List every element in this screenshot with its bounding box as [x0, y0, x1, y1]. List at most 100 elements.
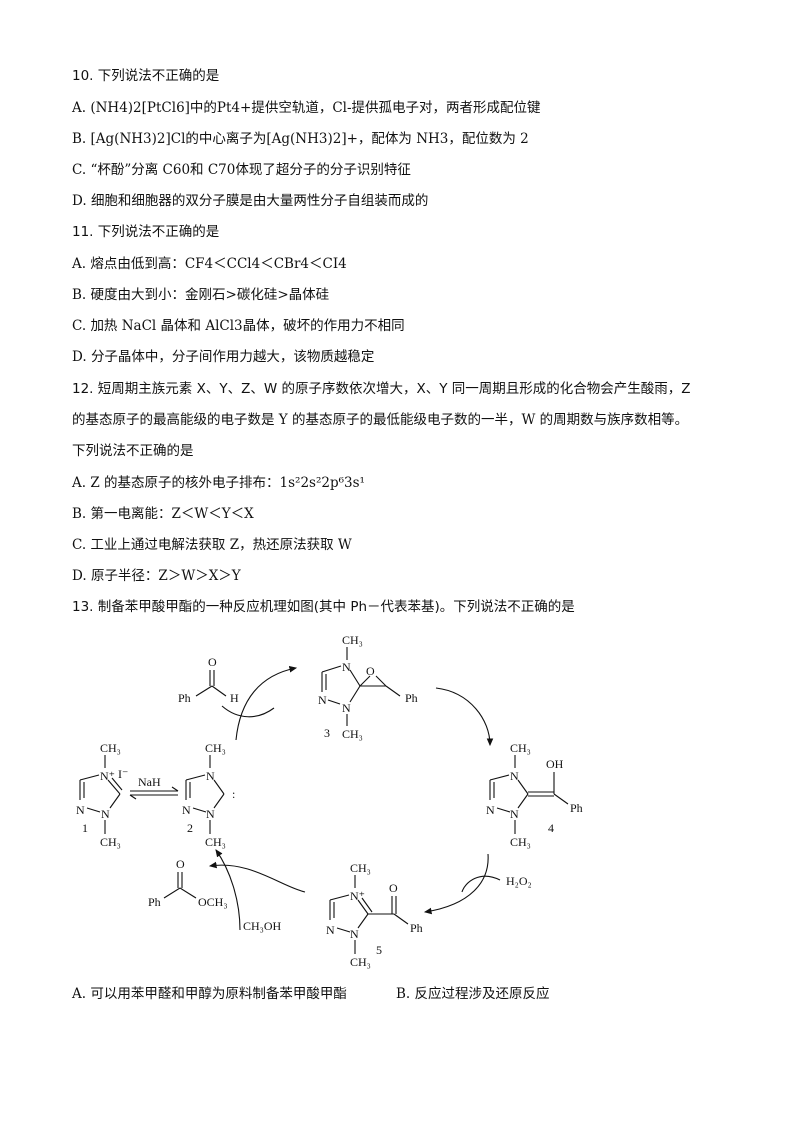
svg-text:O: O [366, 664, 375, 678]
option-label: A. [72, 100, 87, 116]
option-label: C. [72, 162, 87, 178]
compound-1-structure: CH₃ N⁺ I⁻ N N CH₃ 1 [76, 741, 128, 849]
q13-option-b[interactable]: B. 反应过程涉及还原反应 [396, 985, 550, 1003]
arrow-5-to-2 [215, 849, 241, 931]
svg-text:CH₃: CH₃ [205, 835, 226, 849]
svg-text:OH: OH [546, 757, 564, 771]
methanol-label: CH₃OH [243, 919, 282, 933]
compound-3-structure: CH₃ N N N O Ph CH₃ 3 [318, 633, 418, 741]
svg-text:N: N [342, 701, 351, 715]
svg-text:N: N [350, 927, 359, 941]
svg-text:N: N [510, 807, 519, 821]
question-10-stem: 10. 下列说法不正确的是 [72, 67, 219, 85]
svg-text:CH₃: CH₃ [350, 861, 371, 875]
option-text: 加热 NaCl 晶体和 AlCl3晶体，破坏的作用力不相同 [90, 318, 405, 334]
compound-4-structure: CH₃ N N N OH Ph CH₃ 4 [486, 741, 583, 849]
methyl-benzoate-structure: O Ph OCH₃ [148, 857, 228, 909]
svg-text:N: N [342, 660, 351, 674]
question-11-stem: 11. 下列说法不正确的是 [72, 223, 219, 241]
q11-option-d[interactable]: D. 分子晶体中，分子间作用力越大，该物质越稳定 [72, 348, 374, 366]
svg-text:N: N [206, 807, 215, 821]
option-label: C. [72, 537, 87, 553]
reaction-mechanism-diagram: O Ph H CH₃ N N N O Ph CH₃ 3 CH₃ N⁺ I⁻ [76, 633, 583, 969]
option-text: 熔点由低到高：CF4＜CCl4＜CBr4＜CI4 [90, 256, 347, 272]
q10-option-d[interactable]: D. 细胞和细胞器的双分子膜是由大量两性分子自组装而成的 [72, 192, 428, 210]
svg-text:O: O [389, 881, 398, 895]
question-number: 10. [72, 68, 94, 84]
q11-option-c[interactable]: C. 加热 NaCl 晶体和 AlCl3晶体，破坏的作用力不相同 [72, 317, 405, 335]
svg-text:H: H [230, 691, 239, 705]
option-label: B. [396, 986, 411, 1002]
option-label: A. [72, 475, 87, 491]
question-stem: 短周期主族元素 X、Y、Z、W 的原子序数依次增大，X、Y 同一周期且形成的化合… [97, 381, 691, 397]
svg-text:Ph: Ph [148, 895, 161, 909]
svg-text:4: 4 [548, 821, 554, 835]
svg-text:N: N [326, 923, 335, 937]
arrow-2-to-3 [235, 666, 298, 741]
svg-text:CH₃: CH₃ [350, 955, 371, 969]
question-number: 13. [72, 599, 94, 615]
svg-text:2: 2 [187, 821, 193, 835]
svg-text:Ph: Ph [405, 691, 418, 705]
svg-text:N: N [206, 769, 215, 783]
hydrogen-peroxide-label: H₂O₂ [506, 874, 532, 888]
q10-option-c[interactable]: C. “杯酚”分离 C60和 C70体现了超分子的分子识别特征 [72, 161, 411, 179]
q10-option-a[interactable]: A. (NH4)2[PtCl6]中的Pt4+提供空轨道，Cl-提供孤电子对，两者… [72, 99, 541, 117]
svg-text:CH₃: CH₃ [205, 741, 226, 755]
svg-text:CH₃: CH₃ [342, 633, 363, 647]
option-text: (NH4)2[PtCl6]中的Pt4+提供空轨道，Cl-提供孤电子对，两者形成配… [90, 100, 541, 116]
option-text: 细胞和细胞器的双分子膜是由大量两性分子自组装而成的 [90, 193, 429, 209]
option-text: 分子晶体中，分子间作用力越大，该物质越稳定 [90, 349, 375, 365]
option-text: “杯酚”分离 C60和 C70体现了超分子的分子识别特征 [90, 162, 411, 178]
option-text: 反应过程涉及还原反应 [414, 986, 550, 1002]
option-text: 可以用苯甲醛和甲醇为原料制备苯甲酸甲酯 [90, 986, 347, 1002]
arrow-3-to-4 [435, 687, 494, 747]
svg-text:OCH₃: OCH₃ [198, 895, 228, 909]
svg-text:N: N [510, 769, 519, 783]
q12-option-b[interactable]: B. 第一电离能：Z＜W＜Y＜X [72, 505, 254, 523]
benzaldehyde-structure: O Ph H [178, 655, 239, 705]
arrow-benzaldehyde-in [221, 705, 275, 718]
nah-equilibrium: NaH [129, 775, 179, 800]
svg-text:N: N [101, 807, 110, 821]
question-stem: 下列说法不正确的是 [97, 68, 220, 84]
arrow-h2o2-in [461, 875, 501, 893]
svg-text:Ph: Ph [410, 921, 423, 935]
question-12-stem-line2: 的基态原子的最高能级的电子数是 Y 的基态原子的最低能级电子数的一半，W 的周期… [72, 411, 688, 429]
svg-text:1: 1 [82, 821, 88, 835]
option-label: C. [72, 318, 87, 334]
compound-2-structure: CH₃ N N N : CH₃ 2 [182, 741, 235, 849]
q13-options-row: A. 可以用苯甲醛和甲醇为原料制备苯甲酸甲酯 [72, 985, 347, 1003]
svg-text:CH₃: CH₃ [510, 741, 531, 755]
svg-text:CH₃: CH₃ [510, 835, 531, 849]
q13-option-a[interactable]: A. 可以用苯甲醛和甲醇为原料制备苯甲酸甲酯 [72, 986, 347, 1002]
option-label: D. [72, 349, 87, 365]
q12-option-a[interactable]: A. Z 的基态原子的核外电子排布：1s²2s²2p⁶3s¹ [72, 474, 365, 492]
compound-5-structure: CH₃ N⁺ N N O Ph CH₃ 5 [326, 861, 423, 969]
svg-text:3: 3 [324, 726, 330, 740]
option-label: B. [72, 287, 87, 303]
q11-option-b[interactable]: B. 硬度由大到小：金刚石>碳化硅>晶体硅 [72, 286, 329, 304]
arrow-ester-out [208, 861, 306, 893]
option-text: 工业上通过电解法获取 Z，热还原法获取 W [90, 537, 352, 553]
svg-text:Ph: Ph [178, 691, 191, 705]
question-stem: 制备苯甲酸甲酯的一种反应机理如图(其中 Ph－代表苯基)。下列说法不正确的是 [97, 599, 575, 615]
svg-text:N⁺: N⁺ [100, 769, 115, 783]
question-12-stem-line1: 12. 短周期主族元素 X、Y、Z、W 的原子序数依次增大，X、Y 同一周期且形… [72, 380, 691, 398]
svg-text:Ph: Ph [570, 801, 583, 815]
svg-text:N: N [182, 803, 191, 817]
q12-option-d[interactable]: D. 原子半径：Z＞W＞X＞Y [72, 567, 241, 585]
q11-option-a[interactable]: A. 熔点由低到高：CF4＜CCl4＜CBr4＜CI4 [72, 255, 347, 273]
svg-text:I⁻: I⁻ [118, 767, 128, 781]
question-stem: 下列说法不正确的是 [97, 224, 220, 240]
option-text: 第一电离能：Z＜W＜Y＜X [90, 506, 254, 522]
option-label: D. [72, 568, 87, 584]
option-label: B. [72, 506, 87, 522]
q10-option-b[interactable]: B. [Ag(NH3)2]Cl的中心离子为[Ag(NH3)2]+，配体为 NH3… [72, 130, 529, 148]
q12-option-c[interactable]: C. 工业上通过电解法获取 Z，热还原法获取 W [72, 536, 352, 554]
svg-text::: : [232, 787, 235, 801]
svg-text:N⁺: N⁺ [350, 889, 365, 903]
svg-text:CH₃: CH₃ [100, 741, 121, 755]
svg-text:O: O [208, 655, 217, 669]
question-number: 12. [72, 381, 94, 397]
